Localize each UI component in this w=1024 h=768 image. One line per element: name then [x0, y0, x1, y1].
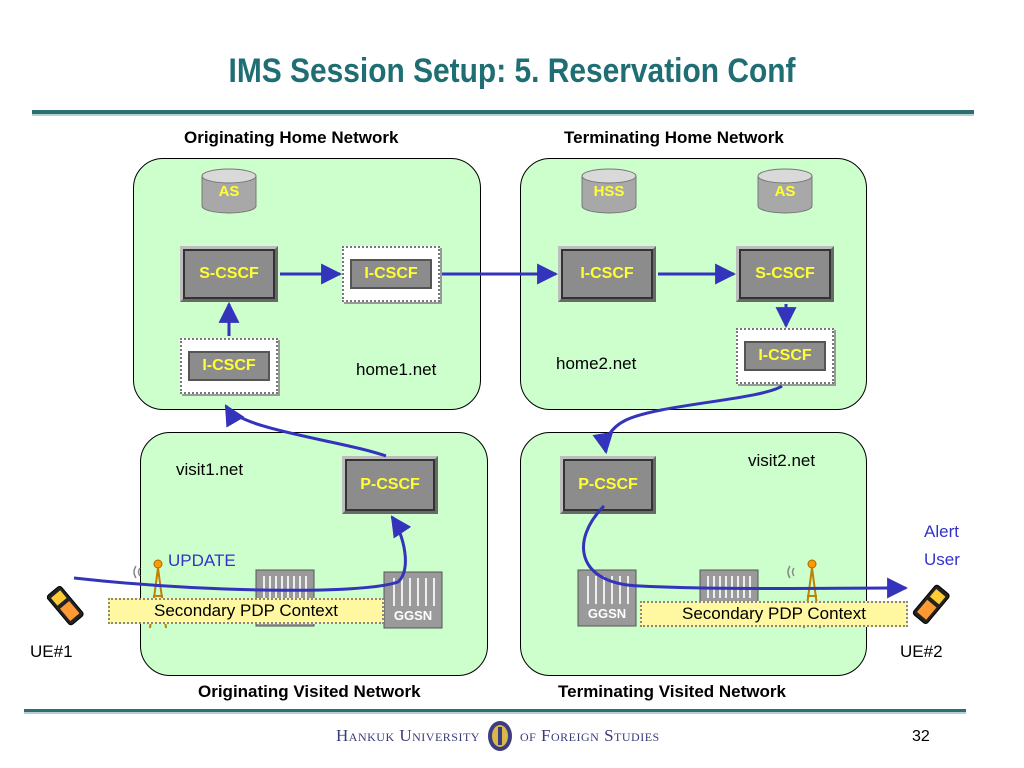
- arrow-icscf-to-pcscf-right: [592, 384, 783, 455]
- footer-divider: [24, 709, 966, 712]
- ue2-label: UE#2: [900, 642, 943, 661]
- p-cscf-left-node: P-CSCF: [342, 456, 438, 514]
- as-left-database-icon: AS: [200, 168, 258, 214]
- ggsn-right-label: GGSN: [587, 606, 627, 621]
- i-cscf-left-top-node: I-CSCF: [342, 246, 440, 302]
- i-cscf-left-bottom-label: I-CSCF: [188, 351, 270, 381]
- university-name-right: of Foreign Studies: [519, 726, 660, 745]
- arrow-pcscf-to-ue2: [582, 504, 909, 599]
- title-divider-shadow: [32, 114, 974, 116]
- orig-visited-network-label: Originating Visited Network: [198, 682, 421, 701]
- visit2-domain-label: visit2.net: [748, 451, 816, 470]
- footer-divider-shadow: [24, 712, 966, 714]
- s-cscf-right-node: S-CSCF: [736, 246, 834, 302]
- term-visited-network-label: Terminating Visited Network: [558, 682, 786, 701]
- p-cscf-right-node: P-CSCF: [560, 456, 656, 514]
- visit1-domain-label: visit1.net: [176, 460, 244, 479]
- term-home-network-label: Terminating Home Network: [564, 128, 784, 147]
- s-cscf-left-node: S-CSCF: [180, 246, 278, 302]
- as-right-database-icon: AS: [756, 168, 814, 214]
- home1-domain-label: home1.net: [356, 360, 437, 379]
- update-message-label: UPDATE: [168, 551, 236, 570]
- ggsn-left-node: GGSN: [382, 570, 444, 630]
- i-cscf-right-bottom-node: I-CSCF: [736, 328, 834, 384]
- i-cscf-right-bottom-label: I-CSCF: [744, 341, 826, 371]
- i-cscf-right-top-node: I-CSCF: [558, 246, 656, 302]
- hss-database-icon: HSS: [580, 168, 638, 214]
- antenna-right-icon: [787, 559, 821, 629]
- ggsn-left-label: GGSN: [393, 608, 433, 623]
- alert-user-label-line2: User: [924, 550, 960, 569]
- arrow-pcscf-to-icscf-left: [224, 404, 387, 458]
- university-seal-icon: [487, 721, 512, 751]
- phone-ue2-icon: [912, 584, 950, 624]
- i-cscf-left-bottom-node: I-CSCF: [180, 338, 278, 394]
- title-divider: [32, 110, 974, 114]
- home2-domain-label: home2.net: [556, 354, 637, 373]
- i-cscf-left-top-label: I-CSCF: [350, 259, 432, 289]
- arrow-ue1-to-pcscf: [73, 515, 412, 592]
- secondary-pdp-context-right: Secondary PDP Context: [640, 601, 908, 627]
- page-number: 32: [912, 728, 930, 745]
- ue1-label: UE#1: [30, 642, 73, 661]
- ggsn-left-rack-icon: [383, 571, 443, 629]
- hss-label: HSS: [593, 182, 625, 200]
- secondary-pdp-context-left: Secondary PDP Context: [108, 598, 384, 624]
- university-footer: Hankuk University of Foreign Studies: [336, 716, 676, 756]
- slide-title: IMS Session Setup: 5. Reservation Conf: [228, 52, 796, 90]
- university-name-left: Hankuk University: [336, 726, 480, 745]
- phone-ue1-icon: [46, 586, 84, 626]
- as-left-label: AS: [218, 182, 240, 200]
- orig-home-network-label: Originating Home Network: [184, 128, 399, 147]
- alert-user-label-line1: Alert: [924, 522, 959, 541]
- as-right-label: AS: [774, 182, 796, 200]
